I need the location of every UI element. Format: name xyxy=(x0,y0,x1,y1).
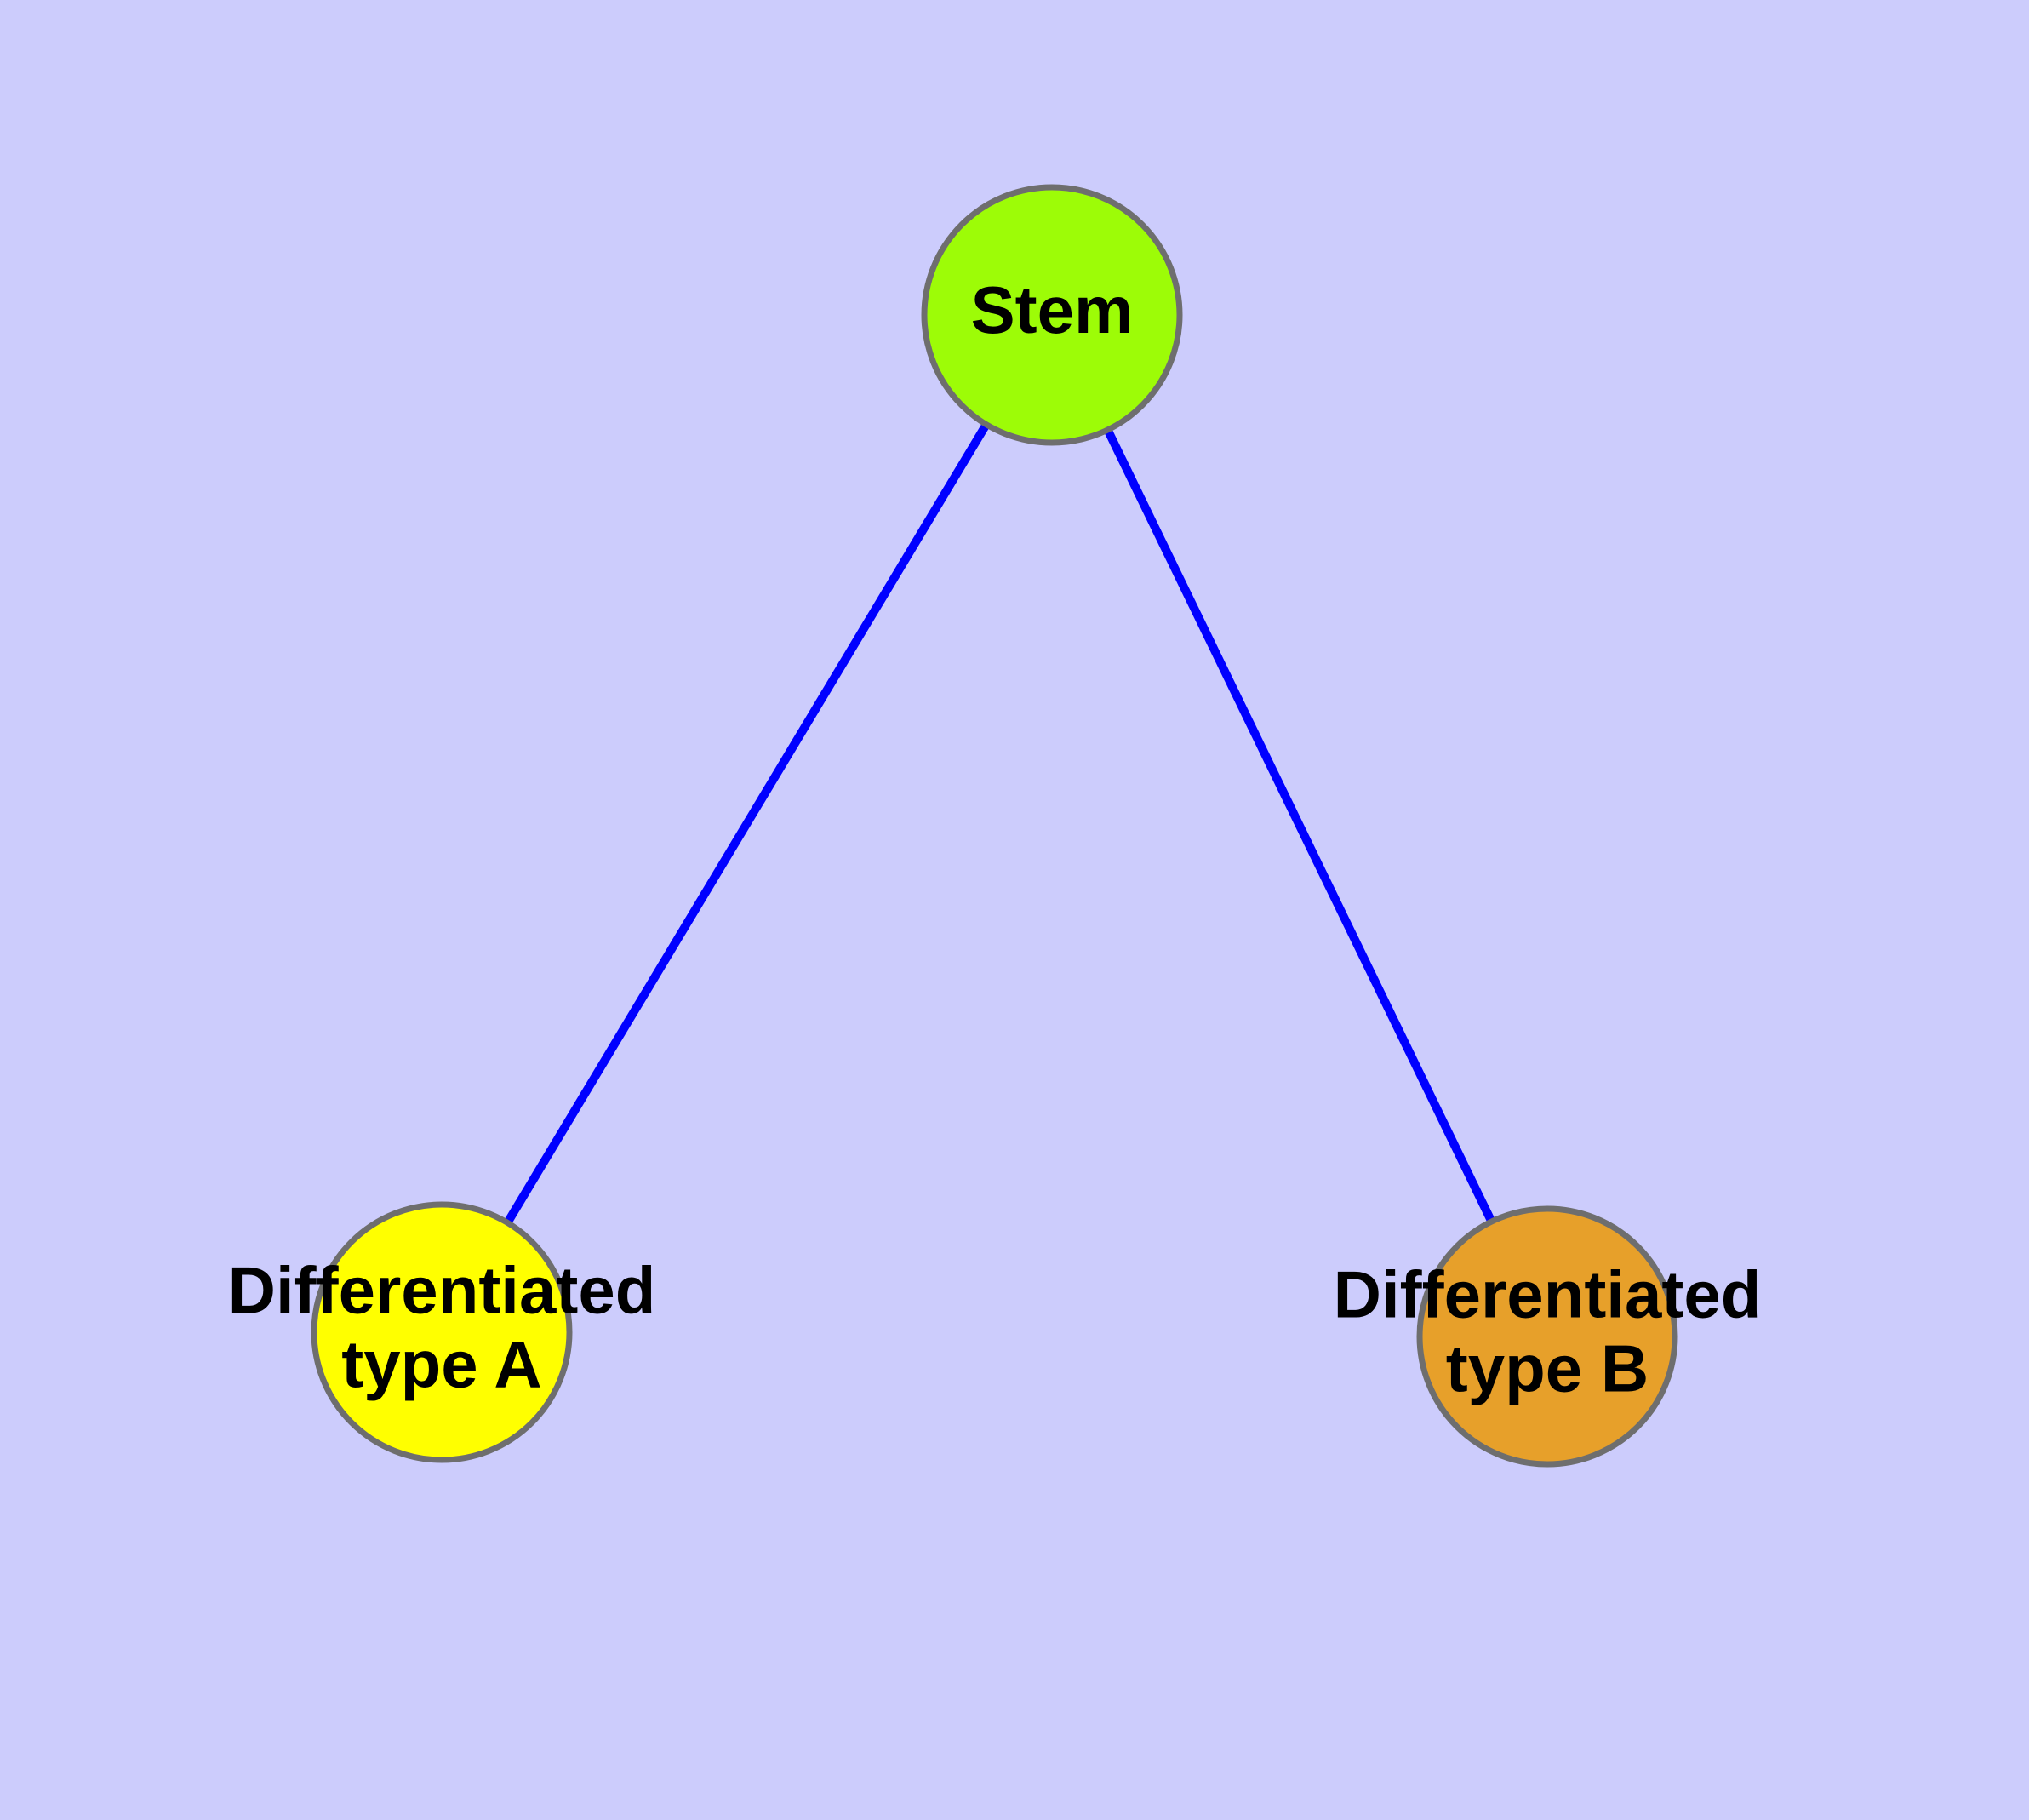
edge-layer xyxy=(503,422,1496,1225)
node-label-line: Stem xyxy=(971,272,1134,347)
node-label-line: Differentiated xyxy=(1334,1256,1762,1331)
edge-stem-type-b[interactable] xyxy=(1103,427,1496,1224)
edge-stem-type-a[interactable] xyxy=(503,422,991,1225)
node-label-line: type B xyxy=(1446,1331,1649,1405)
node-label-line: type A xyxy=(341,1326,542,1401)
node-circle-type_b[interactable] xyxy=(1416,1205,1678,1468)
node-layer xyxy=(311,184,1678,1468)
node-circle-stem[interactable] xyxy=(921,184,1183,446)
node-circle-type_a[interactable] xyxy=(311,1201,573,1463)
node-label-line: Differentiated xyxy=(228,1252,656,1327)
node-label-stem: Stem xyxy=(971,272,1134,347)
